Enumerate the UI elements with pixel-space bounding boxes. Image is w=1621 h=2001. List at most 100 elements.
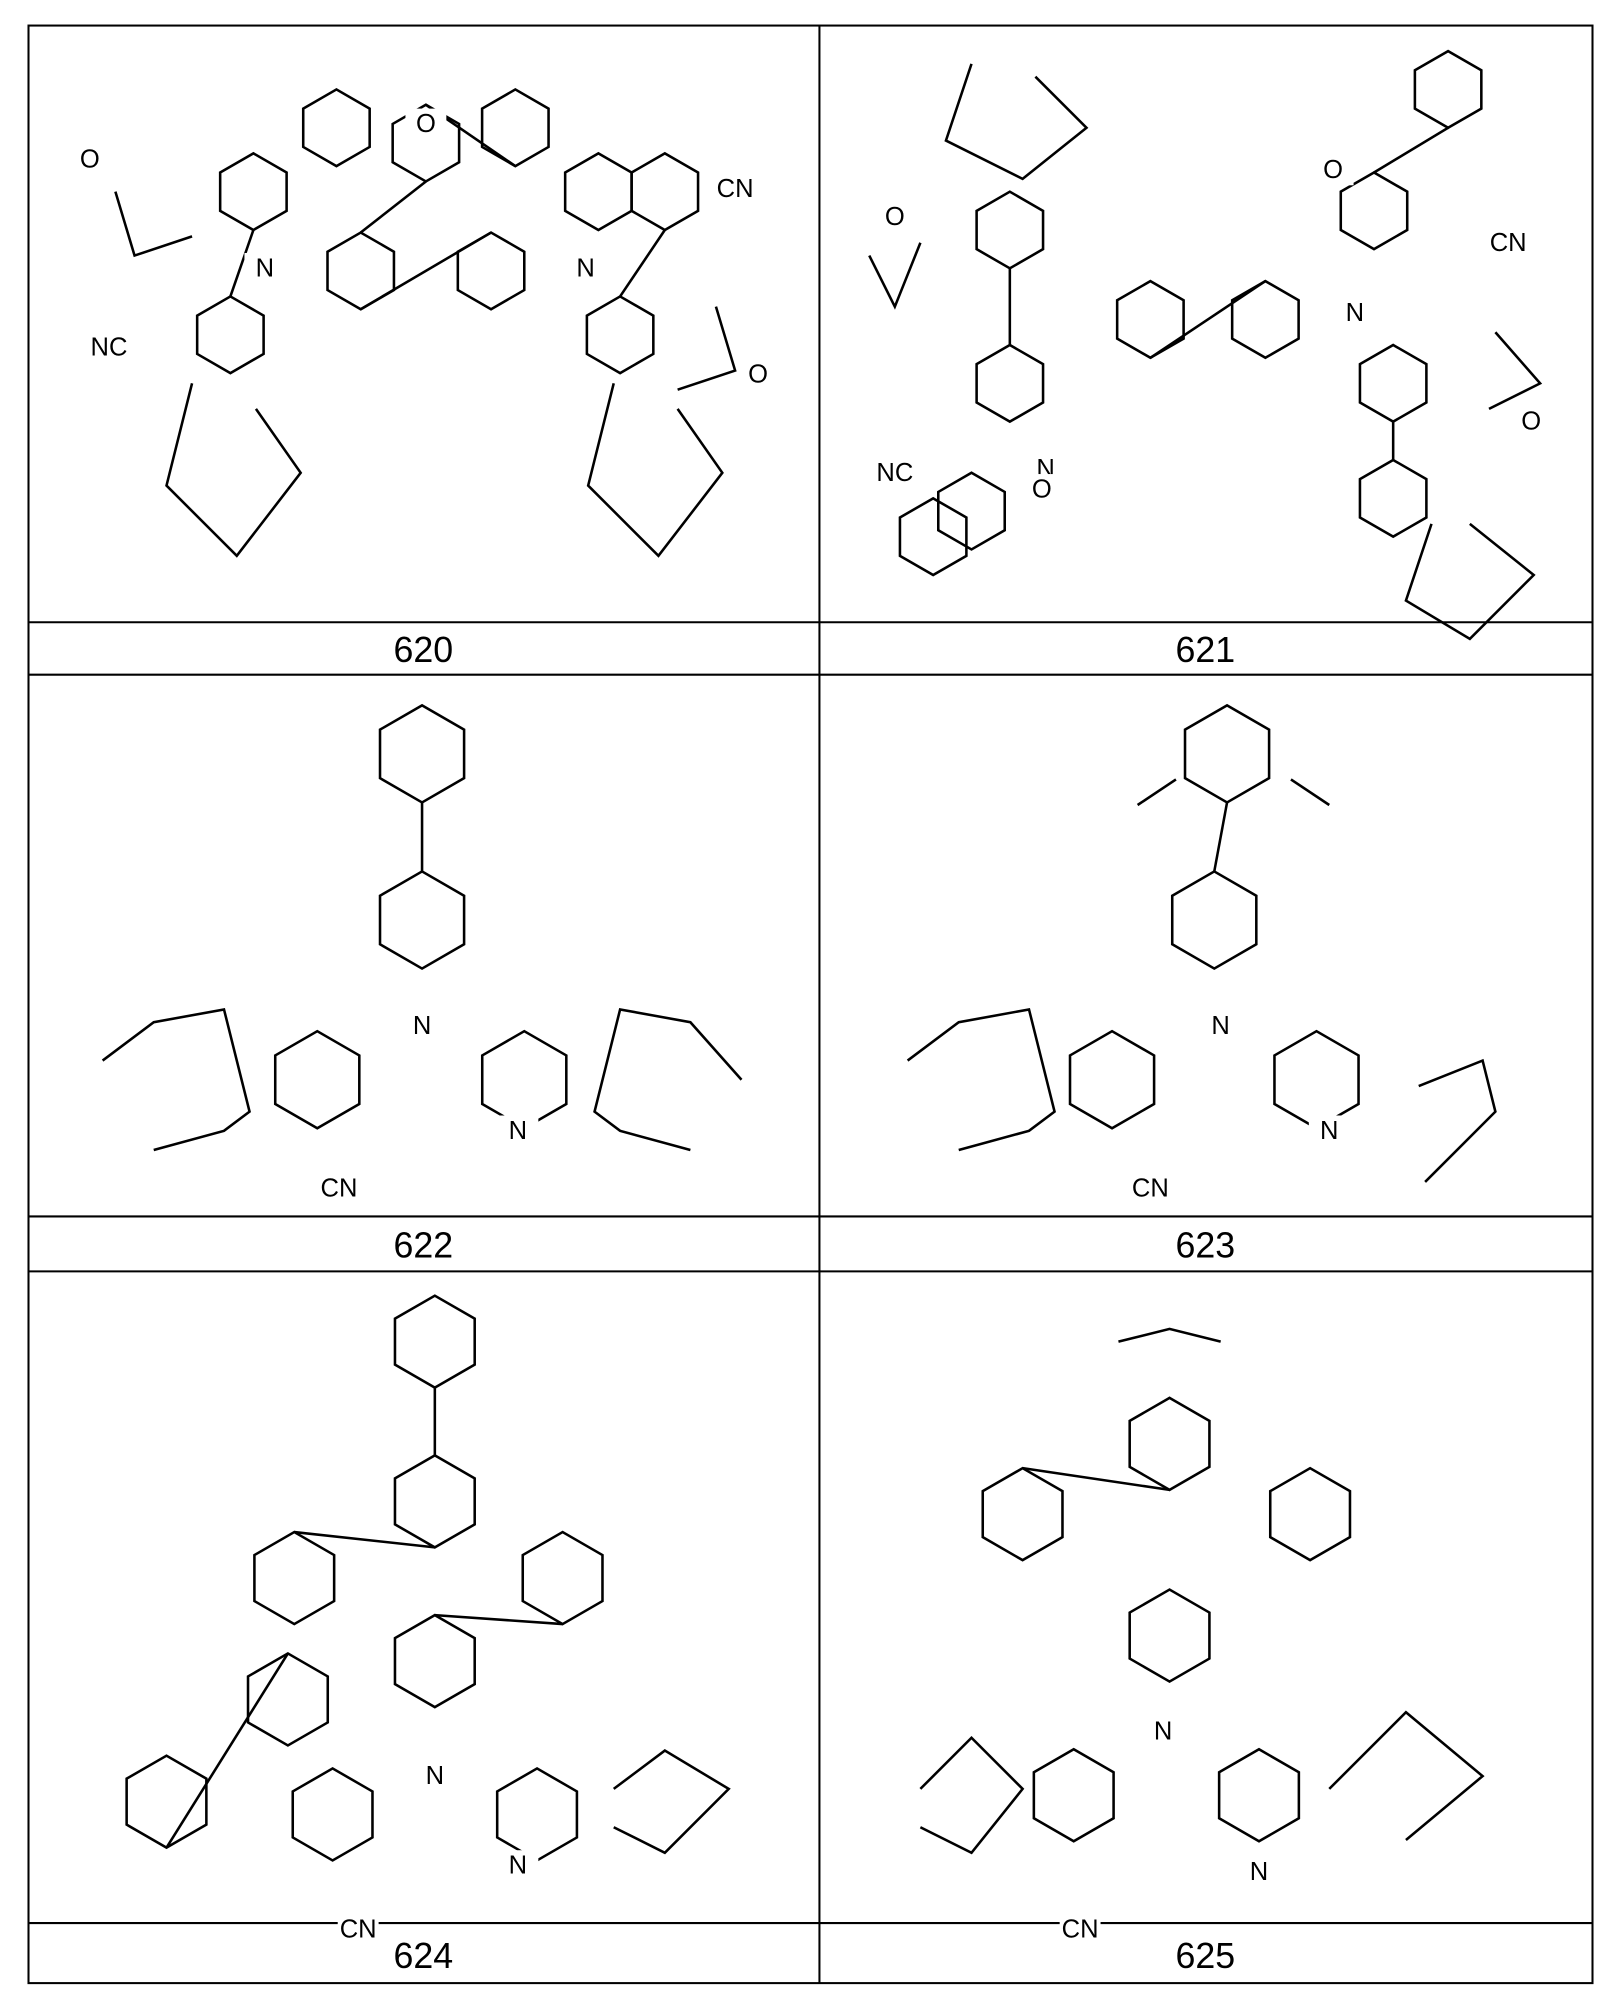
benzene-ring — [938, 473, 1004, 550]
structure-622 — [103, 705, 742, 1150]
benzene-ring — [293, 1768, 373, 1860]
benzene-ring — [328, 233, 394, 310]
atom-label: N — [576, 254, 594, 282]
alkyl-cage — [1489, 332, 1540, 409]
bond — [620, 230, 665, 296]
atom-label: O — [80, 146, 100, 174]
atom-label: CN — [1490, 229, 1527, 257]
atom-label: O — [885, 203, 905, 231]
alkyl-cage — [614, 1751, 729, 1853]
benzene-ring — [380, 871, 464, 968]
benzene-ring — [395, 1615, 475, 1707]
benzene-ring — [254, 1532, 334, 1624]
atom-label: N — [256, 254, 274, 282]
atom-label: CN — [717, 175, 754, 203]
atom-label: N — [1346, 299, 1364, 327]
alkyl-cage — [1138, 779, 1176, 805]
atom-label: N — [413, 1012, 431, 1040]
atom-label: O — [748, 360, 768, 388]
alkyl-cage — [588, 383, 722, 555]
benzene-ring — [1172, 871, 1256, 968]
benzene-ring — [1117, 281, 1183, 358]
structure-623 — [908, 705, 1496, 1182]
benzene-ring — [983, 1468, 1063, 1560]
bond — [1374, 128, 1448, 173]
compound-label-622: 622 — [393, 1225, 453, 1265]
benzene-ring — [632, 153, 698, 230]
compound-label-621: 621 — [1175, 630, 1235, 670]
atom-label: O — [416, 110, 436, 138]
benzene-ring — [497, 1768, 577, 1860]
alkyl-cage — [908, 1009, 1055, 1150]
compound-label-624: 624 — [393, 1936, 453, 1976]
benzene-ring — [197, 296, 263, 373]
benzene-ring — [1070, 1031, 1154, 1128]
bond — [1023, 1468, 1170, 1490]
benzene-ring — [1130, 1398, 1210, 1490]
benzene-ring — [1360, 345, 1426, 422]
benzene-ring — [482, 1031, 566, 1128]
benzene-ring — [1415, 51, 1481, 128]
alkyl-cage — [595, 1009, 742, 1150]
benzene-ring — [1232, 281, 1298, 358]
atom-label: N — [509, 1117, 527, 1145]
benzene-ring — [523, 1532, 603, 1624]
benzene-ring — [1219, 1749, 1299, 1841]
alkyl-cage — [678, 307, 736, 390]
atom-label: NC — [91, 334, 128, 362]
benzene-ring — [458, 233, 524, 310]
atom-label: CN — [1062, 1915, 1099, 1943]
benzene-ring — [380, 705, 464, 802]
benzene-ring — [977, 192, 1043, 269]
alkyl-cage — [869, 243, 920, 307]
structure-620 — [115, 89, 735, 555]
alkyl-cage — [920, 1738, 1022, 1853]
benzene-ring — [303, 89, 369, 166]
benzene-ring — [220, 153, 286, 230]
alkyl-cage — [946, 64, 1087, 179]
compound-label-620: 620 — [393, 630, 453, 670]
compound-label-623: 623 — [1175, 1225, 1235, 1265]
compound-label-625: 625 — [1175, 1936, 1235, 1976]
bond — [167, 1653, 288, 1847]
alkyl-cage — [167, 383, 301, 555]
atom-label: N — [509, 1852, 527, 1880]
atom-label: CN — [1132, 1174, 1169, 1202]
bond — [1214, 802, 1227, 871]
benzene-ring — [587, 296, 653, 373]
atom-label: N — [1250, 1858, 1268, 1886]
atom-label: N — [1211, 1012, 1229, 1040]
alkyl-cage — [1329, 1712, 1482, 1840]
bond — [361, 181, 426, 232]
benzene-ring — [1360, 460, 1426, 537]
alkyl-cage — [1291, 779, 1329, 805]
atom-label: O — [1032, 475, 1052, 503]
benzene-ring — [1130, 1590, 1210, 1682]
alkyl-cage — [103, 1009, 250, 1150]
bond — [1150, 281, 1265, 358]
atom-label: CN — [340, 1915, 377, 1943]
benzene-ring — [1270, 1468, 1350, 1560]
benzene-ring — [395, 1296, 475, 1388]
atom-label: N — [1154, 1717, 1172, 1745]
atom-label: N — [426, 1762, 444, 1790]
alkyl-cage — [115, 192, 192, 256]
benzene-ring — [1274, 1031, 1358, 1128]
bond — [435, 1615, 563, 1624]
benzene-ring — [1185, 705, 1269, 802]
alkyl-cage — [1118, 1329, 1220, 1342]
benzene-ring — [977, 345, 1043, 422]
structure-621 — [869, 51, 1540, 639]
atom-label: O — [1323, 156, 1343, 184]
benzene-ring — [1034, 1749, 1114, 1841]
benzene-ring — [482, 89, 548, 166]
atom-label: NC — [876, 459, 913, 487]
benzene-ring — [395, 1455, 475, 1547]
atom-label: CN — [321, 1174, 358, 1202]
atom-label: N — [1320, 1117, 1338, 1145]
benzene-ring — [565, 153, 631, 230]
atom-label: O — [1521, 408, 1541, 436]
structure-625 — [920, 1329, 1482, 1853]
benzene-ring — [900, 498, 966, 575]
